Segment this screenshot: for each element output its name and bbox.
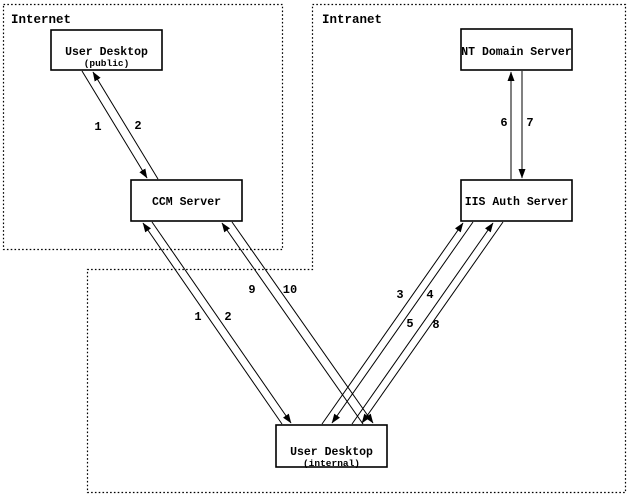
arrow-1-internal-desktop-to-ccm — [142, 222, 283, 425]
label-step-9: 9 — [248, 283, 255, 297]
arrow-9-internal-desktop-to-ccm — [221, 222, 364, 425]
intranet-zone-label: Intranet — [322, 13, 382, 27]
label-step-1-public: 1 — [94, 120, 101, 134]
user-desktop-public-title: User Desktop — [65, 46, 148, 59]
node-user-desktop-public: User Desktop (public) — [50, 29, 163, 71]
node-nt-domain-server: NT Domain Server — [460, 28, 573, 71]
label-step-4: 4 — [426, 288, 433, 302]
label-step-6: 6 — [500, 116, 507, 130]
user-desktop-public-box — [50, 29, 163, 71]
label-step-2-internal: 2 — [224, 310, 231, 324]
node-iis-auth-server: IIS Auth Server — [460, 179, 573, 222]
label-step-2-public: 2 — [134, 119, 141, 133]
arrow-2-ccm-to-internal-desktop — [151, 221, 292, 424]
user-desktop-internal-subtitle: (internal) — [303, 458, 360, 469]
user-desktop-internal-box — [275, 424, 388, 468]
label-step-3: 3 — [396, 288, 403, 302]
node-user-desktop-internal: User Desktop (internal) — [275, 424, 388, 469]
flow-arrows — [81, 70, 526, 425]
arrow-8-iis-to-internal-desktop — [361, 221, 504, 424]
arrow-2-ccm-to-public-desktop — [92, 71, 159, 180]
iis-auth-server-title: IIS Auth Server — [465, 196, 569, 209]
nt-domain-server-title: NT Domain Server — [461, 46, 572, 59]
label-step-10: 10 — [283, 283, 297, 297]
label-step-1-internal: 1 — [194, 310, 201, 324]
label-step-8: 8 — [432, 318, 439, 332]
label-step-7: 7 — [526, 116, 533, 130]
arrow-1-public-desktop-to-ccm — [81, 70, 148, 179]
user-desktop-public-subtitle: (public) — [84, 58, 130, 69]
arrow-5-internal-desktop-to-iis — [351, 222, 494, 425]
ccm-server-box — [130, 179, 243, 222]
nt-domain-server-box — [460, 28, 573, 71]
arrow-10-ccm-to-internal-desktop — [231, 221, 374, 424]
node-ccm-server: CCM Server — [130, 179, 243, 222]
label-step-5: 5 — [406, 317, 413, 331]
ccm-server-title: CCM Server — [152, 196, 221, 209]
user-desktop-internal-title: User Desktop — [290, 446, 373, 459]
arrow-4-iis-to-internal-desktop — [331, 221, 474, 424]
flow-labels: 1 2 1 2 9 10 3 4 5 8 6 7 — [94, 116, 533, 332]
internet-zone-label: Internet — [11, 13, 71, 27]
intranet-zone-border — [86, 3, 627, 494]
arrow-3-internal-desktop-to-iis — [321, 222, 464, 425]
iis-auth-server-box — [460, 179, 573, 222]
